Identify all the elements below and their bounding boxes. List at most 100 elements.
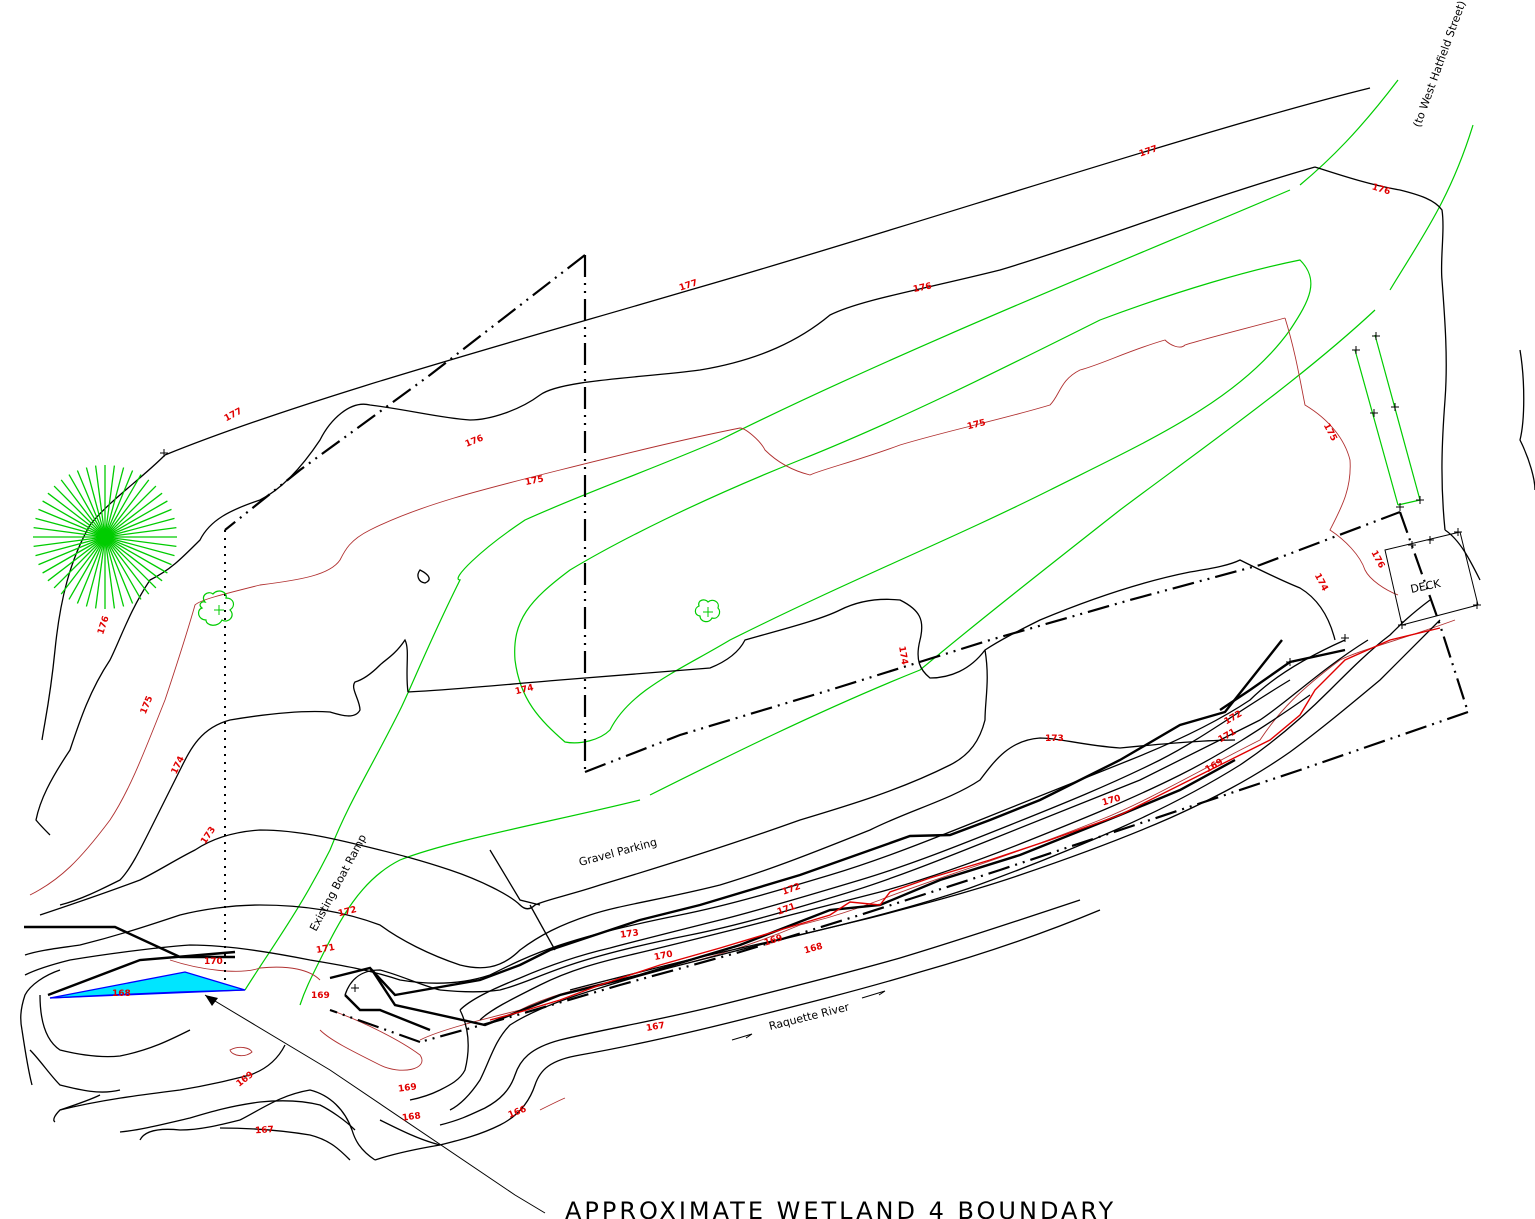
tree-ray: [104, 536, 150, 595]
tree-ray: [33, 526, 106, 538]
contour-label: 177: [1138, 144, 1159, 160]
tree-ray: [53, 485, 106, 538]
contour-label: 171: [1217, 727, 1238, 745]
cross-icon: [1473, 601, 1481, 609]
wetland-leader: [204, 994, 546, 1214]
cross-icon: [1341, 634, 1349, 642]
contour-label: 177: [678, 278, 699, 293]
contour-label: 176: [912, 281, 932, 295]
shrub-icon: [197, 590, 235, 626]
cross-icon: [1370, 409, 1378, 417]
cross-icon: [1352, 346, 1360, 354]
tree-ray: [42, 500, 106, 538]
tree-ray: [76, 470, 106, 538]
contour-label: 167: [645, 1021, 665, 1034]
street-direction-note: (to West Hatfield Street): [1411, 0, 1469, 129]
tree-ray: [104, 536, 125, 607]
feature-annotations: (to West Hatfield Street) Gravel Parking…: [307, 0, 1468, 1219]
shrub-icon: [694, 599, 721, 623]
tree-ray: [104, 508, 172, 538]
tree-ray: [104, 536, 175, 557]
contour-label: 176: [96, 615, 111, 636]
tree-ray: [47, 536, 106, 582]
contour-label: 169: [235, 1070, 256, 1089]
tree-ray: [35, 536, 106, 557]
tree-ray: [104, 536, 142, 600]
tree-ray: [38, 536, 106, 566]
contour-label: 174: [1312, 572, 1330, 593]
contour-label: 169: [398, 1082, 418, 1095]
tree-ray: [104, 467, 125, 538]
contour-label: 176: [1371, 182, 1392, 197]
tree-ray: [104, 479, 150, 538]
tree-ray: [68, 536, 106, 600]
cross-icon: [1391, 403, 1399, 411]
deck-structure: DECK: [1384, 531, 1479, 626]
cross-icon: [1396, 503, 1404, 511]
tree-ray: [104, 470, 134, 538]
cross-icon: [1426, 536, 1434, 544]
tree-ray: [38, 508, 106, 538]
tree-ray: [85, 536, 106, 607]
cross-icon: [1286, 658, 1294, 666]
contour-label: 172: [337, 905, 358, 919]
contour-label: 175: [966, 418, 987, 432]
contour-label: 169: [311, 991, 330, 1001]
contour-label: 173: [1045, 734, 1064, 744]
contour-label: 175: [139, 695, 155, 716]
tree-ray: [104, 536, 168, 574]
contour-label: 168: [402, 1111, 422, 1124]
tree-ray: [94, 536, 106, 609]
cross-icon: [1408, 541, 1416, 549]
contour-label: 176: [1368, 549, 1386, 570]
contour-label: 175: [1321, 422, 1339, 443]
tree-ray: [60, 479, 106, 538]
contour-label: 172: [781, 882, 802, 898]
tree-ray: [104, 526, 177, 538]
contour-label: 176: [464, 433, 485, 449]
deck-label: DECK: [1409, 577, 1442, 596]
tree-ray: [104, 517, 175, 538]
tree-ray: [104, 536, 177, 548]
cross-icon: [160, 449, 168, 457]
tree-ray: [42, 536, 106, 574]
contour-label: 174: [170, 755, 187, 776]
tree-ray: [33, 536, 106, 548]
tree-ray: [104, 500, 168, 538]
contour-label: 170: [204, 957, 223, 967]
tree-ray: [104, 536, 116, 609]
wetland-4-area: [49, 971, 246, 999]
tree-ray: [104, 485, 157, 538]
tree-ray: [47, 492, 106, 538]
tree-ray: [104, 474, 142, 538]
contour-label: 174: [514, 683, 535, 697]
contour-label: 177: [223, 406, 244, 424]
tree-ray: [104, 492, 163, 538]
tree-ray: [60, 536, 106, 595]
tree-ray: [85, 467, 106, 538]
tree-ray: [104, 536, 172, 566]
contour-label: 170: [1101, 794, 1122, 809]
cross-icon: [351, 984, 359, 992]
proposed-contours: [244, 79, 1474, 1006]
tree-ray: [94, 465, 106, 538]
contour-label: 171: [315, 943, 335, 956]
property-boundary-lines: [224, 254, 1470, 1044]
cross-icon: [1372, 332, 1380, 340]
tree-ray: [35, 517, 106, 538]
contour-label: 166: [507, 1104, 528, 1120]
wetland-boundary-title: APPROXIMATE WETLAND 4 BOUNDARY: [565, 1197, 1116, 1219]
tree-ray: [104, 465, 116, 538]
contour-label: 168: [112, 989, 131, 999]
tree-ray: [104, 536, 134, 604]
contour-label: 167: [255, 1125, 274, 1136]
contour-label: 174: [896, 645, 909, 665]
contour-label: 170: [653, 949, 673, 963]
tree-ray: [76, 536, 106, 604]
contour-label: 173: [199, 825, 218, 846]
contour-label: 173: [620, 928, 640, 941]
existing-contour-169-red: [489, 627, 1441, 1021]
contour-labels: 177 177 177 176 176 176 176 176 175 175 …: [96, 144, 1391, 1136]
